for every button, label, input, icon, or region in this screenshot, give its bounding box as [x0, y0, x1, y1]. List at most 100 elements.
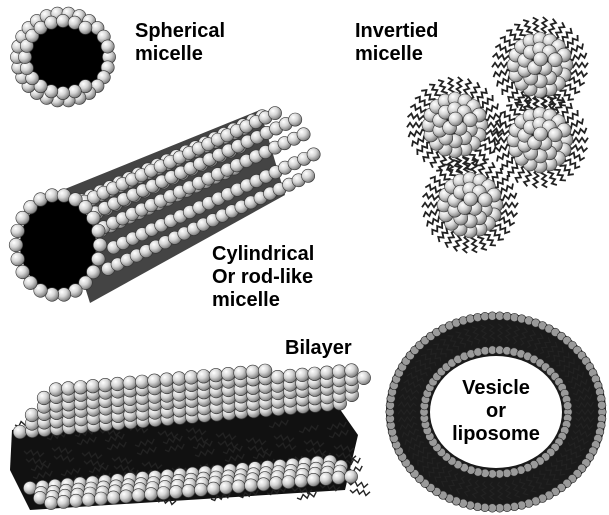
head-group	[307, 148, 320, 161]
head-group	[320, 366, 334, 380]
head-group	[86, 379, 100, 393]
head-group	[463, 192, 477, 206]
head-group	[319, 472, 332, 485]
head-group	[98, 378, 112, 392]
tail-chain	[500, 112, 516, 123]
head-group	[16, 265, 30, 279]
head-group	[234, 366, 248, 380]
tail-chain	[297, 492, 316, 500]
head-group	[533, 127, 547, 141]
head-group	[297, 128, 310, 141]
head-group	[466, 315, 474, 323]
label-cylindrical-micelle: Cylindrical Or rod-like micelle	[212, 243, 314, 312]
head-group	[57, 288, 71, 302]
label-line: micelle	[212, 289, 314, 312]
head-group	[232, 480, 245, 493]
tail-chain	[423, 194, 441, 200]
head-group	[533, 52, 547, 66]
head-group	[296, 368, 310, 382]
head-group	[302, 169, 315, 182]
tail-chain	[569, 128, 586, 135]
head-group	[87, 211, 101, 225]
head-group	[135, 375, 149, 389]
head-group	[289, 113, 302, 126]
head-group	[49, 383, 63, 397]
head-group	[209, 368, 223, 382]
head-group	[282, 476, 295, 489]
head-group	[357, 371, 371, 385]
tail-chain	[415, 97, 431, 108]
tail-chain	[493, 54, 511, 60]
head-group	[332, 365, 346, 379]
head-group	[111, 377, 125, 391]
head-group	[91, 224, 105, 238]
head-group	[194, 483, 207, 496]
tail-chain	[499, 193, 516, 200]
head-group	[221, 367, 235, 381]
tail-chain	[494, 223, 510, 234]
head-group	[11, 224, 25, 238]
head-group	[307, 473, 320, 486]
label-line: Cylindrical	[212, 243, 314, 266]
label-line: Vesicle	[441, 377, 551, 400]
tail-chain	[350, 489, 370, 495]
head-group	[510, 313, 518, 321]
label-line: micelle	[355, 43, 438, 66]
head-group	[45, 16, 58, 29]
head-group	[25, 408, 39, 422]
head-group	[68, 85, 81, 98]
head-group	[9, 238, 23, 252]
head-group	[308, 367, 322, 381]
head-group	[207, 482, 220, 495]
label-line: liposome	[441, 423, 551, 446]
label-line: or	[441, 400, 551, 423]
label-line: Spherical	[135, 20, 225, 43]
head-group	[157, 487, 170, 500]
head-group	[160, 373, 174, 387]
label-bilayer: Bilayer	[285, 337, 352, 360]
head-group	[74, 381, 88, 395]
head-group	[56, 14, 69, 27]
tail-chain	[494, 70, 511, 77]
head-group	[93, 238, 107, 252]
head-group	[563, 402, 571, 410]
label-line: Bilayer	[285, 337, 352, 360]
tail-chain	[569, 70, 587, 76]
head-group	[148, 374, 162, 388]
head-group	[345, 364, 359, 378]
head-group	[172, 372, 186, 386]
head-group	[258, 364, 272, 378]
tail-chain	[409, 130, 426, 137]
head-group	[11, 252, 25, 266]
head-group	[132, 489, 145, 502]
head-group	[13, 425, 27, 439]
head-group	[283, 369, 297, 383]
head-group	[294, 474, 307, 487]
tail-chain	[424, 210, 441, 217]
tail-chain	[499, 210, 517, 216]
tail-chain	[500, 37, 516, 48]
label-line: micelle	[135, 43, 225, 66]
head-group	[44, 496, 57, 509]
head-group	[185, 371, 199, 385]
head-group	[79, 21, 92, 34]
head-group	[598, 401, 606, 409]
head-group	[448, 112, 462, 126]
head-group	[94, 492, 107, 505]
label-line: Invertied	[355, 20, 438, 43]
head-group	[91, 252, 105, 266]
label-vesicle: Vesicle or liposome	[441, 377, 551, 446]
head-group	[169, 485, 182, 498]
head-group	[244, 479, 257, 492]
tail-chain	[408, 114, 426, 120]
head-group	[57, 495, 70, 508]
head-group	[473, 502, 481, 510]
head-group	[268, 107, 281, 120]
head-group	[123, 376, 137, 390]
head-group	[69, 494, 82, 507]
spherical-micelle	[10, 7, 115, 107]
head-group	[517, 501, 525, 509]
head-group	[45, 189, 59, 203]
tail-chain	[564, 158, 580, 169]
head-group	[219, 481, 232, 494]
